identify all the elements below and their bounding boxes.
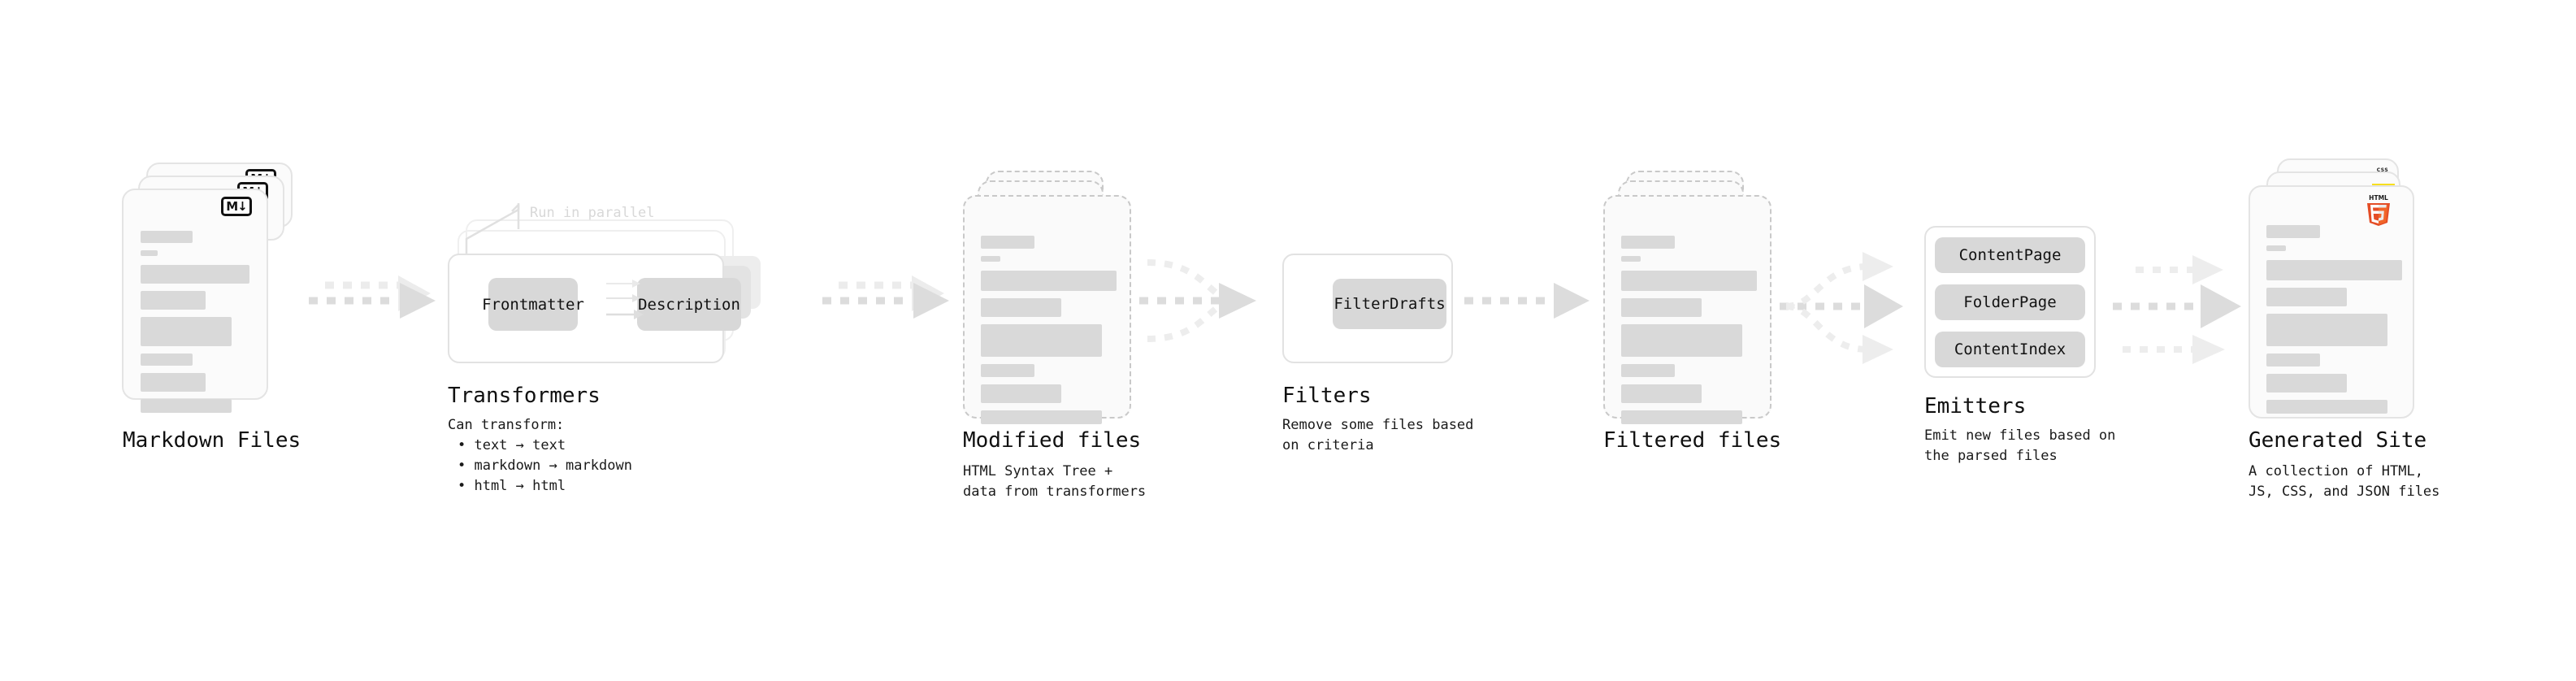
content-bar [1621, 324, 1742, 357]
content-bar [981, 324, 1102, 357]
generated-site-stack: CSS HTML [2249, 158, 2423, 435]
content-bar [2266, 260, 2402, 280]
content-bar [2266, 288, 2347, 306]
emitter-pill-contentindex[interactable]: ContentIndex [1935, 332, 2085, 367]
transformer-pill-description[interactable]: Description [637, 278, 741, 331]
markdown-icon: M↓ [221, 197, 252, 216]
filtered-files-stack [1603, 163, 1774, 431]
connector-filtered-to-emitters [1778, 236, 1912, 378]
filtered-files-title: Filtered files [1603, 428, 1782, 453]
generated-site-subtitle: A collection of HTML, JS, CSS, and JSON … [2249, 463, 2440, 500]
markdown-files-stack: M↓ M↓ M↓ [122, 163, 309, 431]
html5-icon: HTML [2365, 194, 2392, 228]
transformer-parallel-arrows [605, 276, 645, 333]
content-bar [981, 364, 1034, 377]
modified-files-subtitle: HTML Syntax Tree + data from transformer… [963, 463, 1147, 500]
emitter-pill-contentpage[interactable]: ContentPage [1935, 237, 2085, 273]
content-bar [2266, 225, 2320, 238]
content-bar [141, 231, 193, 243]
modified-files-title: Modified files [963, 428, 1142, 453]
css3-icon-label: CSS [2376, 167, 2389, 173]
transformers-bullet-2: • html → html [458, 478, 566, 494]
svg-text:HTML: HTML [2369, 194, 2388, 202]
content-bar [1621, 410, 1742, 424]
connector-transformers-to-modified [821, 272, 951, 329]
filtered-file-content [1621, 236, 1757, 432]
content-bar [2266, 314, 2387, 346]
emitters-title: Emitters [1924, 394, 2027, 419]
run-in-parallel-label: Run in parallel [530, 205, 655, 221]
content-bar [2266, 374, 2347, 393]
transformers-subtitle: Can transform: [448, 417, 565, 433]
generated-site-title: Generated Site [2249, 428, 2427, 453]
generated-file-content [2266, 225, 2402, 421]
markdown-files-title: Markdown Files [123, 428, 301, 453]
content-bar [141, 250, 158, 256]
modified-files-stack [963, 163, 1134, 431]
content-bar [141, 373, 206, 392]
content-bar [981, 256, 1000, 262]
connector-filters-to-filtered [1463, 280, 1593, 321]
content-bar [141, 354, 193, 366]
content-bar [141, 265, 249, 284]
filters-subtitle: Remove some files based on criteria [1282, 417, 1474, 453]
connector-markdown-to-transformers [307, 272, 437, 329]
content-bar [1621, 256, 1641, 262]
content-bar [1621, 364, 1675, 377]
content-bar [981, 298, 1061, 317]
content-bar [981, 410, 1102, 424]
markdown-file-content [141, 231, 249, 420]
content-bar [1621, 236, 1675, 249]
content-bar [1621, 298, 1702, 317]
transformers-bullet-1: • markdown → markdown [458, 458, 632, 474]
content-bar [2266, 245, 2286, 251]
connector-modified-to-filters [1138, 248, 1260, 354]
content-bar [141, 399, 232, 413]
content-bar [981, 384, 1061, 403]
content-bar [981, 271, 1117, 291]
emitter-pill-folderpage[interactable]: FolderPage [1935, 284, 2085, 320]
content-bar [1621, 271, 1757, 291]
content-bar [1621, 384, 1702, 403]
modified-file-content [981, 236, 1117, 432]
emitters-subtitle: Emit new files based on the parsed files [1924, 427, 2116, 464]
transformer-pill-frontmatter[interactable]: Frontmatter [482, 278, 584, 331]
filters-title: Filters [1282, 384, 1372, 408]
filter-pill-filterdrafts[interactable]: FilterDrafts [1333, 279, 1446, 329]
content-bar [2266, 354, 2320, 367]
content-bar [2266, 400, 2387, 414]
content-bar [981, 236, 1034, 249]
transformers-bullet-0: • text → text [458, 437, 566, 453]
transformers-title: Transformers [448, 384, 601, 408]
content-bar [141, 317, 232, 346]
connector-emitters-to-site [2106, 236, 2249, 378]
content-bar [141, 291, 206, 310]
run-in-parallel-bracket [463, 203, 569, 264]
